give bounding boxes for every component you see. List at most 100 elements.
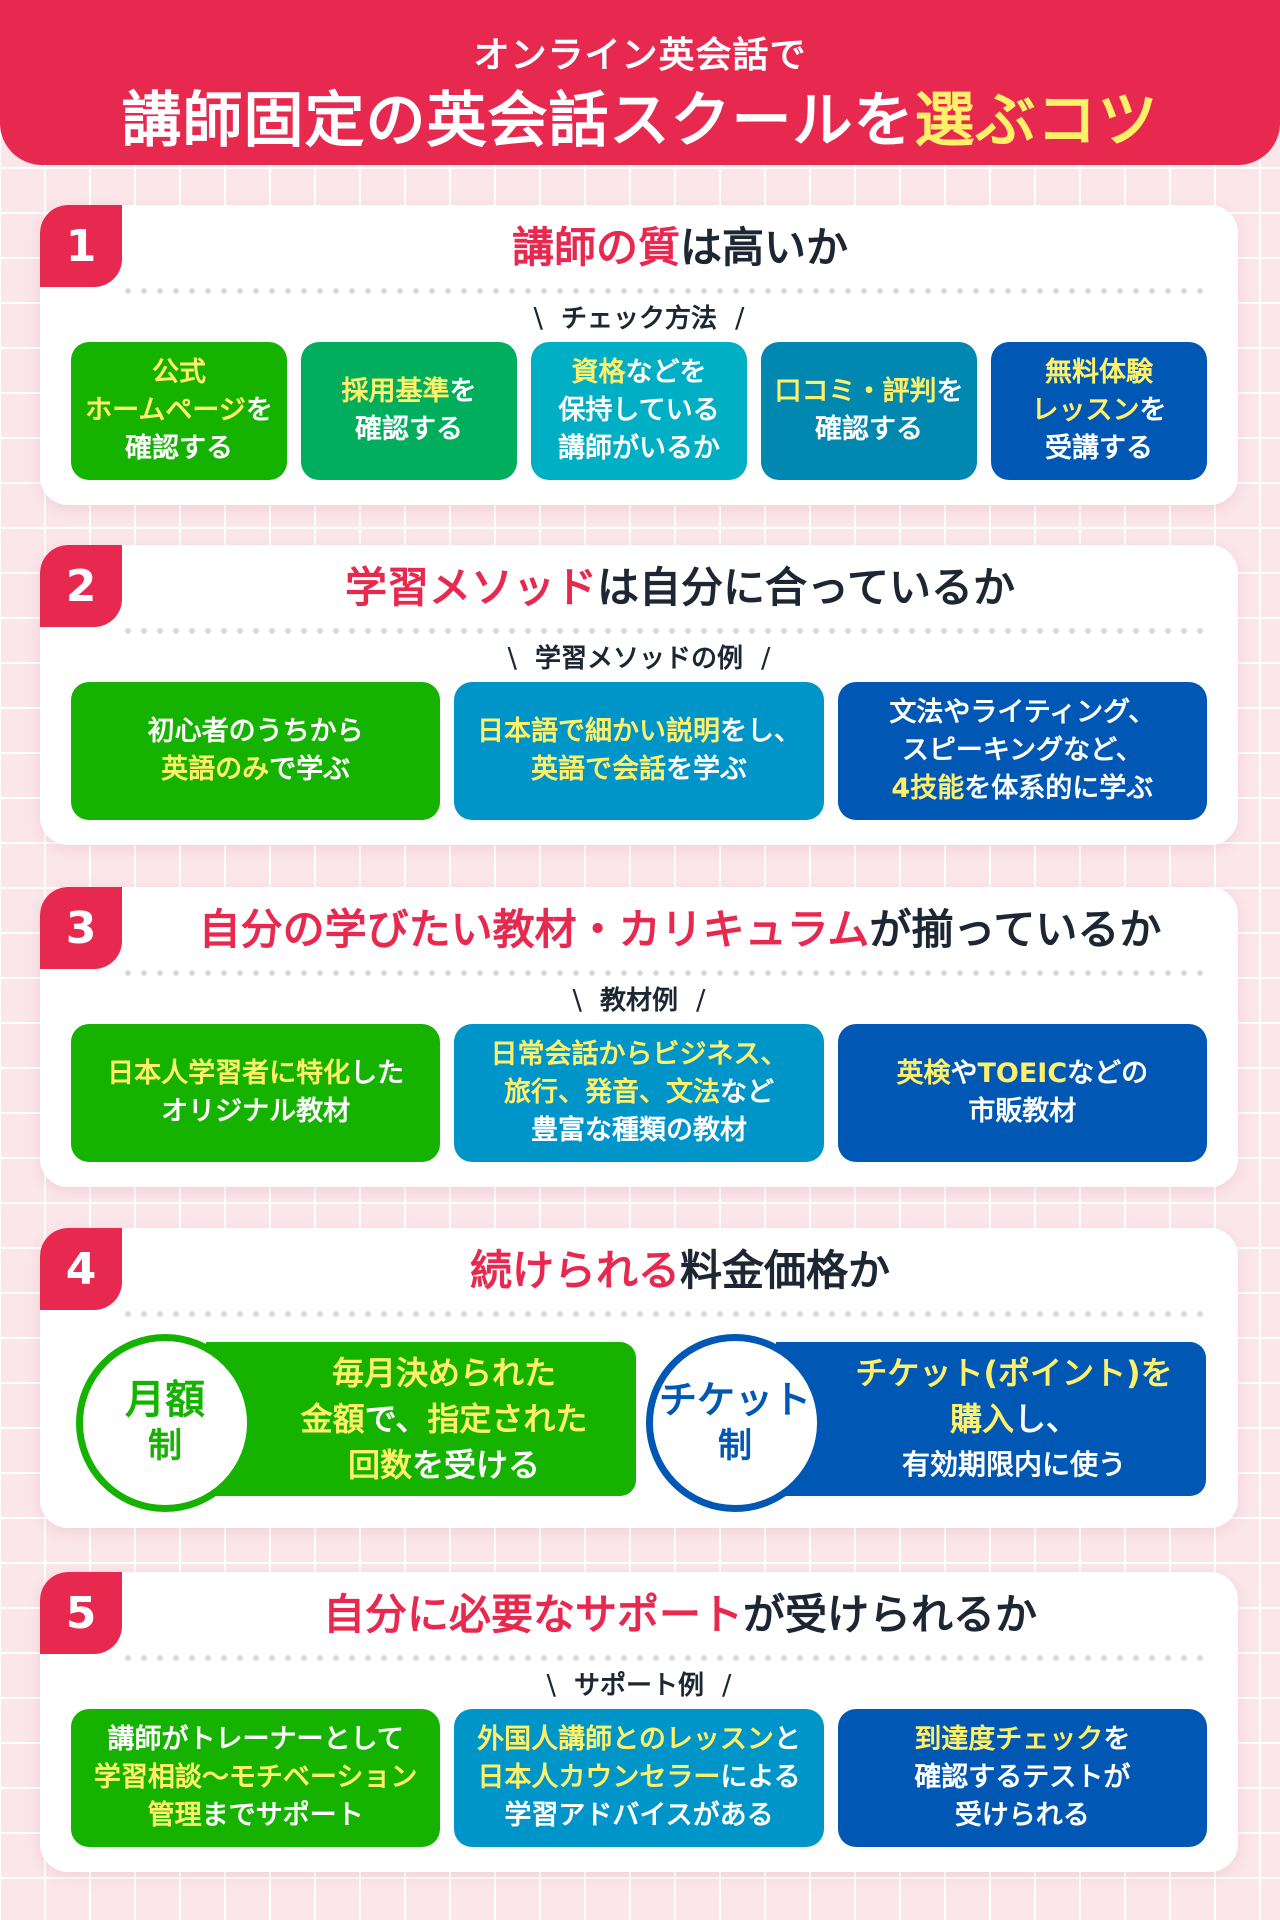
slash-left-icon: \ <box>507 641 517 674</box>
text-line: 日本人カウンセラーによる <box>477 1759 801 1797</box>
section-title: 自分の学びたい教材・カリキュラムが揃っているか <box>122 899 1238 961</box>
text-segment: などを <box>625 357 707 388</box>
example-box-text: 採用基準を確認する <box>342 373 477 449</box>
text-segment: で、 <box>364 1400 428 1438</box>
text-segment: と <box>773 1724 801 1755</box>
example-box-text: 口コミ・評判を確認する <box>775 373 964 449</box>
text-segment: を <box>245 395 273 426</box>
example-box: 外国人講師とのレッスンと日本人カウンセラーによる学習アドバイスがある <box>454 1709 824 1847</box>
highlight-text: 学習相談〜モチベーション <box>93 1762 418 1793</box>
text-line: 英語で会話を学ぶ <box>477 751 801 789</box>
highlight-text: 英検 <box>896 1058 951 1089</box>
example-box: 公式ホームページを確認する <box>71 342 287 480</box>
example-box: 講師がトレーナーとして学習相談〜モチベーション管理までサポート <box>71 1709 441 1847</box>
highlight-text: 日本語で細かい説明 <box>476 716 720 747</box>
text-line: 確認する <box>342 411 477 449</box>
highlight-text: 続けられる <box>469 1246 680 1295</box>
text-segment: 市販教材 <box>968 1096 1077 1127</box>
text-line: 無料体験 <box>1032 354 1167 392</box>
highlight-text: 英語で会話 <box>530 754 666 785</box>
section-number-badge: 3 <box>40 887 122 969</box>
dotted-divider <box>120 288 1208 294</box>
example-box-text: 外国人講師とのレッスンと日本人カウンセラーによる学習アドバイスがある <box>477 1721 801 1835</box>
text-line: 講師がトレーナーとして <box>94 1721 417 1759</box>
text-line: 初心者のうちから <box>148 713 364 751</box>
dotted-divider <box>120 970 1208 976</box>
text-segment: で学ぶ <box>269 754 351 785</box>
text-line: 日本語で細かい説明をし、 <box>477 713 801 751</box>
section-card-3: 3 自分の学びたい教材・カリキュラムが揃っているか \教材例/ 日本人学習者に特… <box>40 887 1238 1187</box>
text-segment: が <box>1103 1762 1131 1793</box>
example-label-text: 学習メソッドの例 <box>534 644 743 674</box>
dotted-divider <box>120 628 1208 634</box>
example-box: 到達度チェックを確認するテストが受けられる <box>837 1709 1207 1847</box>
highlight-text: 公式 <box>152 357 206 388</box>
text-segment: 保持している <box>558 395 720 426</box>
section-title: 自分に必要なサポートが受けられるか <box>122 1584 1238 1646</box>
section-title: 講師の質は高いか <box>122 217 1238 279</box>
text-segment: 料金価格か <box>680 1246 891 1295</box>
example-label-text: チェック方法 <box>560 304 717 334</box>
text-segment: 有効期限内に使う <box>901 1448 1126 1481</box>
dotted-divider <box>120 1655 1208 1661</box>
text-segment: 受けられる <box>954 1800 1090 1831</box>
section-title: 続けられる料金価格か <box>122 1240 1238 1302</box>
slash-left-icon: \ <box>546 1668 556 1701</box>
text-segment: 学習アドバイスがある <box>504 1800 774 1831</box>
example-box-text: 日常会話からビジネス、旅行、発音、文法など豊富な種類の教材 <box>490 1036 787 1150</box>
text-segment: 豊富な種類の教材 <box>530 1115 747 1146</box>
slash-right-icon: / <box>722 1668 732 1701</box>
section-number-badge: 4 <box>40 1228 122 1310</box>
example-box: 英検やTOEICなどの市販教材 <box>837 1024 1207 1162</box>
example-box: 無料体験レッスンを受講する <box>991 342 1207 480</box>
section-title: 学習メソッドは自分に合っているか <box>122 557 1238 619</box>
text-line: 講師がいるか <box>558 430 720 468</box>
text-line: 有効期限内に使う <box>902 1442 1126 1488</box>
highlight-text: 日本人学習者に特化 <box>107 1058 351 1089</box>
text-segment: し、 <box>1014 1400 1079 1438</box>
text-line: 管理までサポート <box>94 1797 417 1835</box>
highlight-text: 選ぶコツ <box>914 86 1159 156</box>
text-line: スピーキングなど、 <box>889 732 1155 770</box>
plan-circle-badge: チケット 制 <box>646 1334 824 1512</box>
slash-right-icon: / <box>735 301 745 334</box>
slash-right-icon: / <box>696 983 706 1016</box>
dotted-divider <box>120 1311 1208 1317</box>
text-line: レッスンを <box>1032 392 1167 430</box>
plan-circle-title: 月額 <box>125 1377 205 1423</box>
text-line: 口コミ・評判を <box>775 373 964 411</box>
section-number-badge: 2 <box>40 545 122 627</box>
example-box-text: 講師がトレーナーとして学習相談〜モチベーション管理までサポート <box>94 1721 417 1835</box>
plan-description: 毎月決められた金額で、指定された回数を受ける <box>262 1342 626 1496</box>
text-line: 4技能を体系的に学ぶ <box>889 770 1155 808</box>
example-label: \ サポート例 / <box>40 1667 1238 1703</box>
text-segment: 確認する <box>125 433 233 464</box>
text-segment: 講師固定の英会話スクールを <box>121 86 915 156</box>
text-segment: を <box>936 376 964 407</box>
section-number-badge: 1 <box>40 205 122 287</box>
text-line: 外国人講師とのレッスンと <box>477 1721 801 1759</box>
text-line: 資格などを <box>558 354 720 392</box>
example-label: \教材例/ <box>40 982 1238 1018</box>
text-segment: 初心者のうちから <box>147 716 364 747</box>
highlight-text: 指定された <box>427 1400 588 1438</box>
text-line: 旅行、発音、文法など <box>490 1074 787 1112</box>
text-line: 受講する <box>1032 430 1167 468</box>
section-card-5: 5 自分に必要なサポートが受けられるか \サポート例/ 講師がトレーナーとして学… <box>40 1572 1238 1872</box>
text-segment: など <box>719 1077 774 1108</box>
example-box-text: 日本人学習者に特化したオリジナル教材 <box>107 1055 404 1131</box>
example-label: \チェック方法/ <box>40 300 1238 336</box>
slash-left-icon: \ <box>572 983 582 1016</box>
header-banner: オンライン英会話で 講師固定の英会話スクールを選ぶコツ <box>0 0 1280 165</box>
text-line: 学習相談〜モチベーション <box>94 1759 417 1797</box>
highlight-text: 4技能 <box>891 773 965 804</box>
support-example-boxes: 講師がトレーナーとして学習相談〜モチベーション管理までサポート外国人講師とのレッ… <box>71 1709 1207 1847</box>
text-segment: を体系的に学ぶ <box>964 773 1154 804</box>
highlight-text: 自分の学びたい教材・カリキュラム <box>198 905 870 954</box>
highlight-text: 管理 <box>147 1800 202 1831</box>
example-label-text: サポート例 <box>573 1671 704 1701</box>
text-segment: 講師がいるか <box>558 433 720 464</box>
text-line: 到達度チェックを <box>914 1721 1130 1759</box>
text-line: 確認するテストが <box>914 1759 1130 1797</box>
text-segment: による <box>720 1762 801 1793</box>
